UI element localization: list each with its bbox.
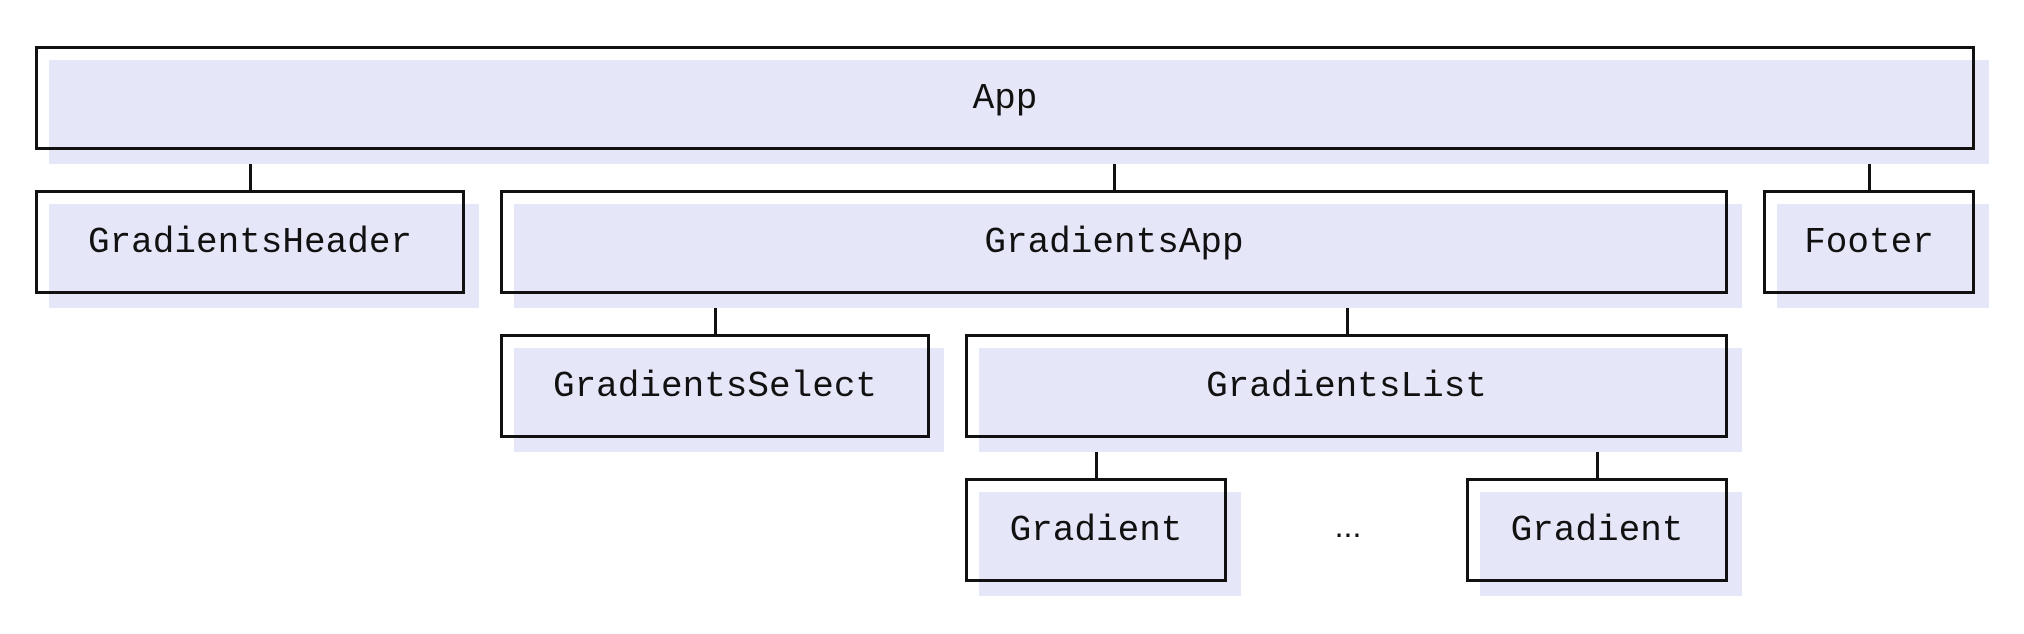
node-shadow <box>49 60 1989 164</box>
node-frame <box>500 190 1728 294</box>
connector-app-gradients-header <box>249 150 252 190</box>
node-shadow <box>1777 204 1989 308</box>
node-label-gradients-list: GradientsList <box>1206 365 1487 407</box>
node-footer: Footer <box>1763 190 1989 308</box>
node-frame <box>965 478 1227 582</box>
connector-gradients-app-gradients-select <box>714 294 717 334</box>
connector-gradients-app-gradients-list <box>1346 294 1349 334</box>
node-label-gradients-header: GradientsHeader <box>87 221 413 263</box>
node-gradient-first: Gradient <box>965 478 1241 596</box>
node-app: App <box>35 46 1989 164</box>
node-shadow <box>514 348 944 452</box>
node-label-gradient-first: Gradient <box>1009 509 1183 551</box>
node-frame <box>35 190 465 294</box>
connector-gradients-list-gradient-last <box>1596 438 1599 478</box>
node-frame <box>35 46 1975 150</box>
node-frame <box>1763 190 1975 294</box>
node-frame <box>965 334 1728 438</box>
node-shadow <box>49 204 479 308</box>
node-shadow <box>979 348 1742 452</box>
node-gradients-select: GradientsSelect <box>500 334 944 452</box>
connector-app-footer <box>1868 150 1871 190</box>
node-gradients-app: GradientsApp <box>500 190 1742 308</box>
node-label-app: App <box>972 77 1038 119</box>
ellipsis-more-gradients: ... <box>1334 508 1362 544</box>
node-label-gradient-last: Gradient <box>1510 509 1684 551</box>
connector-app-gradients-app <box>1113 150 1116 190</box>
node-shadow <box>1480 492 1742 596</box>
node-shadow <box>979 492 1241 596</box>
node-label-footer: Footer <box>1804 221 1934 263</box>
node-label-gradients-app: GradientsApp <box>984 221 1244 263</box>
node-shadow <box>514 204 1742 308</box>
node-gradient-last: Gradient <box>1466 478 1742 596</box>
node-gradients-list: GradientsList <box>965 334 1742 452</box>
node-gradients-header: GradientsHeader <box>35 190 479 308</box>
node-frame <box>1466 478 1728 582</box>
node-frame <box>500 334 930 438</box>
connector-gradients-list-gradient-first <box>1095 438 1098 478</box>
node-label-gradients-select: GradientsSelect <box>552 365 878 407</box>
